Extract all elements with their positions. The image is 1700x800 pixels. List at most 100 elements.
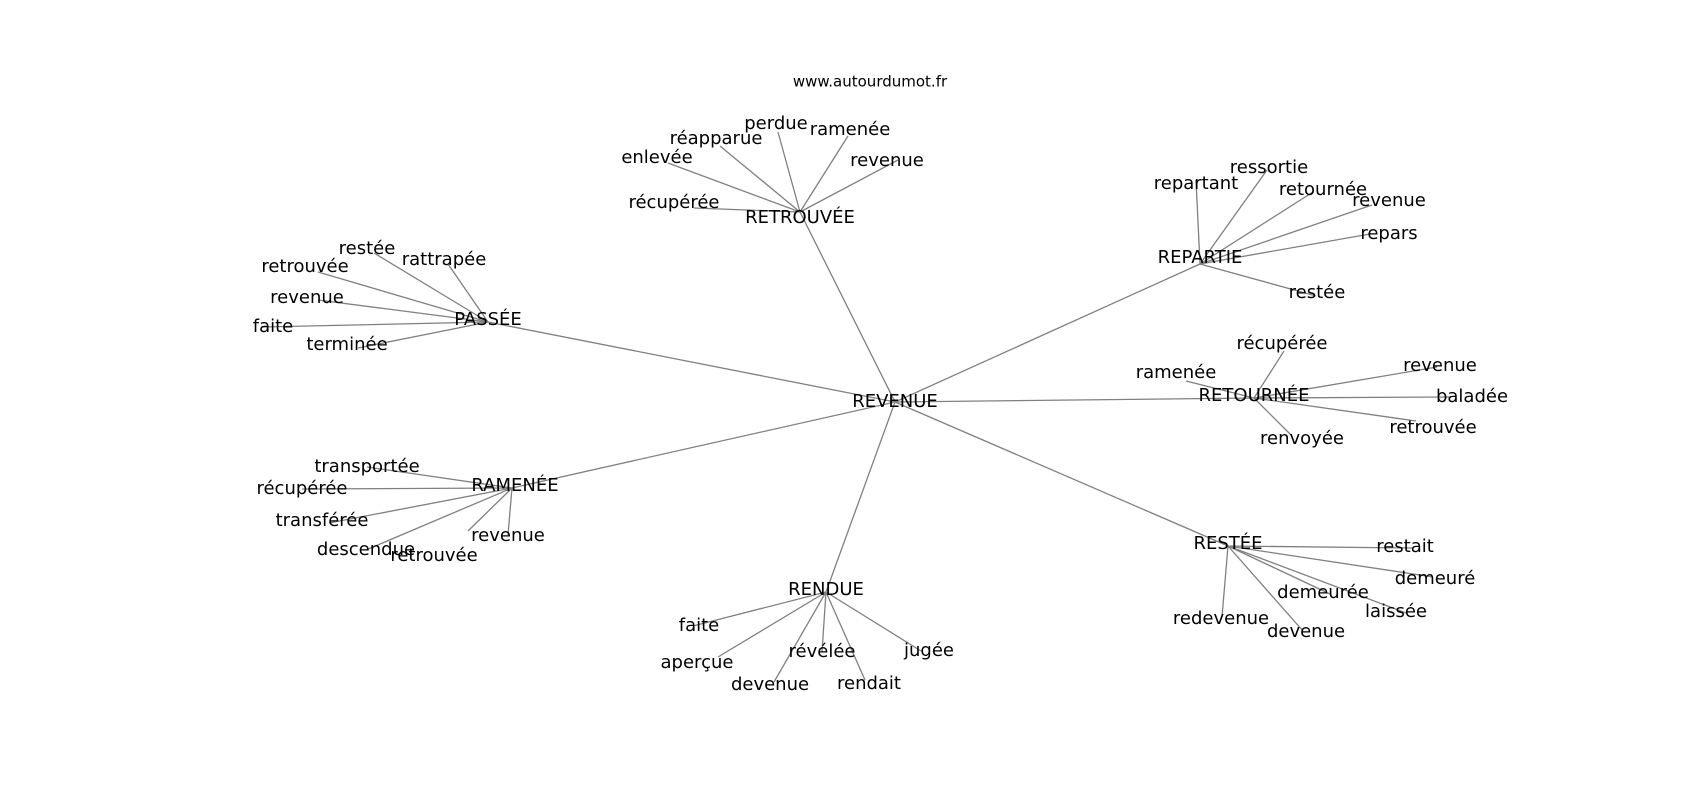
edge-hub-to-word	[717, 591, 827, 658]
hub-node: PASSÉE	[454, 308, 522, 330]
edge-hub-to-word	[1227, 545, 1331, 595]
edge-hub-to-word	[507, 487, 513, 536]
leaf-node: retrouvée	[1389, 417, 1476, 438]
leaf-node: enlevée	[621, 147, 692, 168]
leaf-node: récupérée	[628, 192, 719, 213]
edge-hub-to-word	[1227, 545, 1304, 632]
leaf-node: terminée	[306, 334, 387, 355]
edge-center-to-hub	[894, 263, 1201, 403]
leaf-node: ramenée	[810, 119, 891, 140]
leaf-node: revenue	[1403, 355, 1477, 376]
edge-hub-to-word	[261, 321, 489, 328]
edge-hub-to-word	[773, 591, 827, 683]
edge-hub-to-word	[825, 591, 866, 681]
edge-hub-to-word	[1253, 366, 1438, 399]
leaf-node: renvoyée	[1260, 428, 1344, 449]
edge-hub-to-word	[692, 591, 827, 627]
edge-hub-to-word	[799, 135, 849, 213]
edge-hub-to-word	[693, 207, 801, 213]
leaf-node: revenue	[270, 287, 344, 308]
leaf-node: perdue	[744, 113, 808, 134]
edge-hub-to-word	[1227, 545, 1413, 549]
hub-node: RAMENÉE	[471, 474, 558, 496]
edge-hub-to-word	[1221, 545, 1229, 618]
graph-edges	[261, 131, 1451, 683]
edge-hub-to-word	[317, 299, 489, 323]
edge-hub-to-word	[799, 159, 899, 213]
edge-hub-to-word	[317, 271, 489, 323]
leaf-node: restée	[339, 238, 396, 259]
edge-center-to-hub	[799, 211, 896, 403]
edge-hub-to-word	[366, 466, 513, 489]
edge-hub-to-word	[1199, 204, 1373, 265]
leaf-node: récupérée	[1236, 333, 1327, 354]
hub-node: REPARTIE	[1158, 247, 1243, 268]
edge-hub-to-word	[1199, 263, 1317, 297]
edge-hub-to-word	[1253, 396, 1451, 399]
edge-hub-to-word	[1227, 545, 1434, 578]
leaf-node: retrouvée	[390, 545, 477, 566]
edge-center-to-hub	[511, 401, 896, 489]
leaf-node: revenue	[1352, 190, 1426, 211]
leaf-node: récupérée	[256, 478, 347, 499]
edge-hub-to-word	[365, 487, 513, 551]
edge-hub-to-word	[1253, 350, 1285, 399]
leaf-node: demeuré	[1395, 568, 1476, 589]
edge-hub-to-word	[1253, 397, 1293, 437]
edge-center-to-hub	[487, 321, 896, 403]
edge-hub-to-word	[328, 487, 513, 524]
edge-hub-to-word	[1199, 233, 1371, 265]
leaf-node: restée	[1289, 282, 1346, 303]
leaf-node: transportée	[314, 456, 419, 477]
leaf-node: revenue	[471, 525, 545, 546]
edge-center-to-hub	[825, 401, 896, 593]
site-label: www.autourdumot.fr	[793, 73, 948, 91]
edge-hub-to-word	[719, 145, 801, 213]
leaf-node: jugée	[903, 640, 954, 661]
edge-hub-to-word	[821, 591, 827, 653]
leaf-node: repars	[1360, 223, 1417, 244]
leaf-node: retrouvée	[261, 256, 348, 277]
edge-hub-to-word	[667, 162, 801, 213]
leaf-node: demeurée	[1277, 582, 1369, 603]
leaf-node: devenue	[731, 674, 809, 695]
leaf-node: réapparue	[670, 128, 763, 149]
leaf-node: devenue	[1267, 621, 1345, 642]
hub-node: RESTÉE	[1193, 532, 1262, 554]
edge-hub-to-word	[1185, 380, 1255, 399]
edge-center-to-hub	[894, 401, 1229, 547]
hub-node: RENDUE	[788, 579, 864, 600]
edge-hub-to-word	[777, 131, 801, 213]
edge-hub-to-word	[1195, 179, 1201, 265]
leaf-node: ressortie	[1230, 157, 1308, 178]
leaf-node: rattrapée	[402, 249, 487, 270]
hub-node: RETOURNÉE	[1199, 384, 1310, 406]
leaf-node: repartant	[1154, 173, 1239, 194]
edge-hub-to-word	[1227, 545, 1407, 614]
leaf-node: faite	[253, 316, 294, 337]
leaf-node: ramenée	[1136, 362, 1217, 383]
leaf-node: revenue	[850, 150, 924, 171]
leaf-node: aperçue	[661, 652, 734, 673]
leaf-node: transférée	[276, 510, 369, 531]
edge-hub-to-word	[1199, 169, 1268, 265]
edge-hub-to-word	[357, 321, 489, 349]
edge-hub-to-word	[447, 263, 489, 323]
edge-hub-to-word	[1199, 191, 1314, 265]
edge-hub-to-word	[373, 252, 489, 323]
leaf-node: descendue	[317, 539, 415, 560]
edge-center-to-hub	[894, 397, 1255, 403]
edge-hub-to-word	[301, 487, 513, 490]
edge-hub-to-word	[1253, 397, 1417, 422]
edge-hub-to-word	[825, 591, 922, 652]
leaf-node: faite	[679, 615, 720, 636]
leaf-node: restait	[1376, 536, 1434, 557]
leaf-node: révélée	[789, 641, 856, 662]
center-node: REVENUE	[852, 391, 938, 412]
leaf-node: redevenue	[1173, 608, 1269, 629]
leaf-node: baladée	[1436, 386, 1508, 407]
leaf-node: retournée	[1279, 179, 1367, 200]
leaf-node: rendait	[837, 673, 901, 694]
